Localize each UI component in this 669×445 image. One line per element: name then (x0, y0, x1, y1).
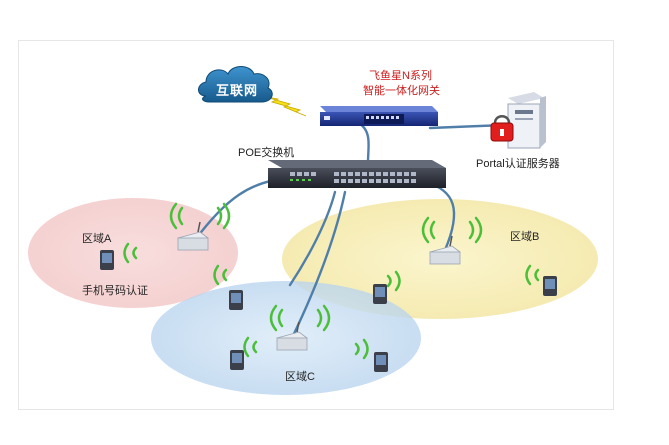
zone-c-label: 区域C (285, 371, 315, 383)
portal-server-label: Portal认证服务器 (476, 158, 560, 170)
network-cables (193, 122, 507, 340)
gateway-title-line2: 智能一体化网关 (363, 85, 440, 97)
wifi-icon (525, 264, 540, 286)
pda-icon (373, 284, 387, 304)
wifi-icon (421, 216, 483, 244)
cloud-label: 互联网 (216, 83, 259, 98)
access-point-icon (177, 221, 209, 251)
switch-icon (268, 160, 446, 188)
wifi-icon (123, 242, 138, 264)
lock-icon (490, 115, 514, 142)
wifi-icon (354, 338, 369, 360)
auth-method-label: 手机号码认证 (82, 285, 148, 297)
zone-a-label: 区域A (82, 233, 112, 245)
wifi-icon (269, 304, 331, 332)
pda-icon (100, 250, 114, 270)
gateway-title-line1: 飞鱼星N系列 (369, 70, 432, 82)
access-point-icon (276, 321, 308, 351)
lightning-icon (261, 95, 307, 117)
wifi-icon (213, 264, 228, 286)
poe-switch-label: POE交换机 (238, 147, 295, 159)
pda-icon (230, 350, 244, 370)
zone-b-label: 区域B (510, 231, 540, 243)
wifi-icon (386, 270, 401, 292)
pda-icon (229, 290, 243, 310)
gateway-icon (320, 106, 438, 126)
server-icon (507, 92, 546, 149)
wifi-icon (169, 202, 231, 230)
pda-icon (543, 276, 557, 296)
cloud-icon (198, 66, 273, 103)
pda-icon (374, 352, 388, 372)
wifi-icon (243, 336, 258, 358)
access-point-icon (429, 235, 461, 265)
